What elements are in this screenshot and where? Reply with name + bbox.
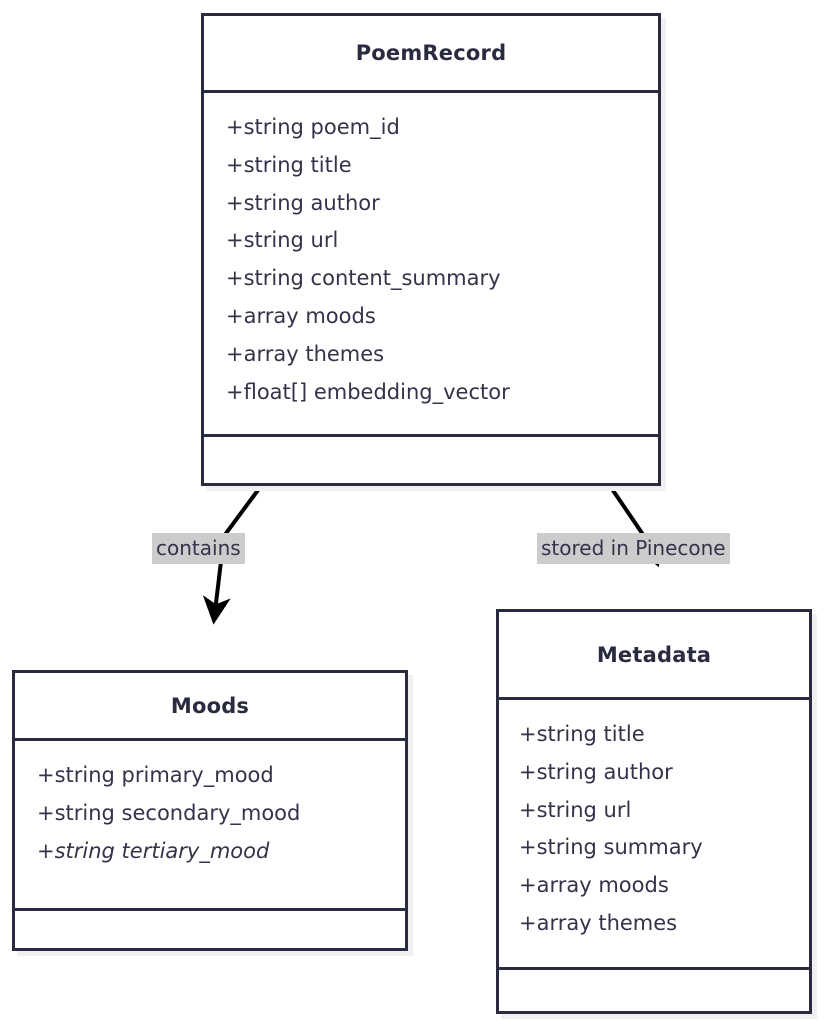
class-attributes-metadata: +string title +string author +string url… (499, 700, 809, 970)
class-attributes-poemrecord: +string poem_id +string title +string au… (204, 93, 658, 437)
class-methods-poemrecord (204, 437, 658, 480)
class-name-moods: Moods (170, 693, 250, 718)
class-methods-metadata (499, 970, 809, 1014)
uml-class-metadata[interactable]: Metadata +string title +string author +s… (496, 609, 812, 1014)
attribute-row: +string author (226, 190, 380, 215)
attribute-row: +array themes (226, 341, 385, 366)
attribute-row: +float[] embedding_vector (226, 379, 510, 404)
class-methods-moods (15, 911, 405, 951)
attribute-row: +string title (519, 722, 645, 746)
attribute-row: +string poem_id (226, 115, 400, 139)
attribute-row: +string url (519, 797, 632, 822)
uml-class-poemrecord[interactable]: PoemRecord +string poem_id +string title… (201, 13, 661, 486)
class-title-band-moods: Moods (15, 673, 405, 741)
attribute-row: +string tertiary_mood (37, 838, 270, 863)
class-title-band-metadata: Metadata (499, 612, 809, 700)
class-name-metadata: Metadata (596, 642, 712, 667)
attribute-row: +string content_summary (226, 266, 501, 291)
attribute-row: +string summary (519, 835, 703, 860)
class-name-poemrecord: PoemRecord (355, 41, 507, 65)
attribute-row: +string title (226, 152, 352, 177)
edge-label-stored-in-pinecone: stored in Pinecone (537, 533, 730, 564)
uml-class-moods[interactable]: Moods +string primary_mood +string secon… (12, 670, 408, 951)
attribute-row: +array moods (519, 873, 669, 898)
attribute-row: +string primary_mood (37, 763, 274, 787)
class-title-band-poemrecord: PoemRecord (204, 16, 658, 93)
edge-label-contains: contains (152, 533, 245, 564)
attribute-row: +array moods (226, 303, 376, 328)
attribute-row: +array themes (519, 910, 678, 935)
attribute-row: +string secondary_mood (37, 800, 301, 825)
class-attributes-moods: +string primary_mood +string secondary_m… (15, 741, 405, 911)
attribute-row: +string url (226, 228, 339, 253)
attribute-row: +string author (519, 759, 673, 784)
